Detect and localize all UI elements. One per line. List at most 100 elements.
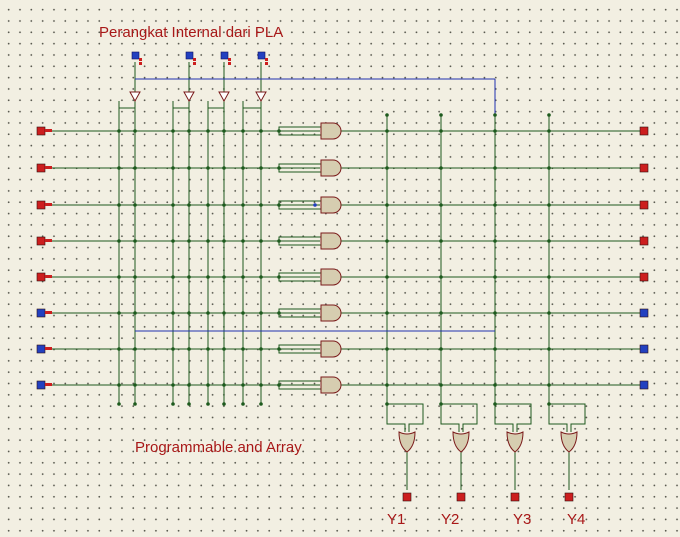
and-input-b-6 (278, 313, 321, 318)
and-input-a-6 (278, 308, 321, 313)
junction-dot (259, 239, 263, 243)
output-label-y2: Y2 (441, 511, 460, 528)
junction-dot (259, 347, 263, 351)
junction-dot (439, 113, 443, 117)
pin-marker-left-8 (45, 383, 52, 386)
junction-dot (133, 129, 137, 133)
junction-dot (493, 203, 497, 207)
junction-dot (187, 275, 191, 279)
junction-dot (547, 311, 551, 315)
and-input-b-2 (278, 168, 321, 173)
and-input-b-1 (278, 131, 321, 136)
junction-dot (241, 239, 245, 243)
pin-marker-top-1 (139, 58, 142, 61)
junction-dot (277, 129, 281, 133)
logic-state-pin-top-3 (220, 51, 229, 60)
pin-marker-top-b-1 (139, 62, 142, 65)
junction-dot (259, 203, 263, 207)
or-bracket-right-4 (549, 403, 586, 432)
logic-probe-bottom-2 (456, 492, 466, 502)
junction-dot (133, 239, 137, 243)
junction-dot (259, 166, 263, 170)
junction-dot (171, 347, 175, 351)
logic-probe-right-5 (639, 272, 649, 282)
or-bracket-left-2 (440, 404, 460, 432)
pin-marker-top-b-3 (228, 62, 231, 65)
logic-probe-bottom-3 (510, 492, 520, 502)
pin-marker-left-3 (45, 203, 52, 206)
junction-dot (222, 402, 226, 406)
junction-dot (439, 347, 443, 351)
junction-dot (439, 402, 443, 406)
logic-state-pin-left-6 (36, 308, 46, 318)
logic-state-pin-left-2 (36, 163, 46, 173)
buffer-1 (129, 91, 141, 103)
pin-marker-top-3 (228, 58, 231, 61)
diagram-title: Perangkat Internal dari PLA (99, 24, 284, 41)
or-gate-3 (506, 431, 524, 453)
and-input-a-8 (278, 380, 321, 385)
buffer-4 (255, 91, 267, 103)
junction-dot (385, 166, 389, 170)
junction-dot (187, 383, 191, 387)
buffer-split-wire-2 (173, 101, 190, 109)
junction-dot (385, 203, 389, 207)
junction-dot (277, 383, 281, 387)
junction-dot (241, 383, 245, 387)
junction-layer (117, 113, 551, 406)
logic-probe-bottom-4 (564, 492, 574, 502)
junction-dot (241, 129, 245, 133)
pin-marker-left-6 (45, 311, 52, 314)
junction-dot (171, 166, 175, 170)
junction-dot (493, 166, 497, 170)
or-bracket-left-3 (494, 404, 514, 432)
buffer-split-wire-1 (119, 101, 136, 109)
junction-dot (133, 203, 137, 207)
junction-dot (171, 311, 175, 315)
junction-dot (277, 311, 281, 315)
and-gate-3 (320, 196, 342, 214)
junction-dot (259, 383, 263, 387)
wire-layer (52, 62, 640, 490)
junction-dot (206, 203, 210, 207)
logic-state-pin-left-3 (36, 200, 46, 210)
junction-dot (133, 347, 137, 351)
and-gate-7 (320, 340, 342, 358)
junction-dot (277, 166, 281, 170)
junction-dot (206, 383, 210, 387)
junction-dot (547, 129, 551, 133)
junction-dot (277, 239, 281, 243)
junction-dot (493, 275, 497, 279)
junction-dot (222, 203, 226, 207)
pin-marker-left-4 (45, 239, 52, 242)
junction-dot (133, 166, 137, 170)
junction-dot (259, 129, 263, 133)
junction-dot (171, 129, 175, 133)
or-bracket-right-2 (441, 403, 478, 432)
junction-dot (547, 203, 551, 207)
logic-probe-right-3 (639, 200, 649, 210)
junction-dot (206, 275, 210, 279)
junction-dot (171, 203, 175, 207)
logic-probe-right-8 (639, 380, 649, 390)
junction-dot (385, 383, 389, 387)
pin-marker-left-2 (45, 166, 52, 169)
junction-dot (277, 275, 281, 279)
junction-dot (439, 311, 443, 315)
junction-dot (241, 166, 245, 170)
junction-dot (439, 275, 443, 279)
logic-state-pin-left-8 (36, 380, 46, 390)
junction-dot (547, 166, 551, 170)
junction-dot (117, 383, 121, 387)
array-caption: Programmable and Array (135, 439, 302, 456)
pin-marker-left-1 (45, 129, 52, 132)
logic-state-pin-left-1 (36, 126, 46, 136)
or-gate-4 (560, 431, 578, 453)
or-bracket-left-1 (386, 404, 406, 432)
junction-dot (241, 311, 245, 315)
junction-dot (206, 129, 210, 133)
junction-dot (117, 239, 121, 243)
and-input-a-2 (278, 163, 321, 168)
junction-dot (187, 203, 191, 207)
